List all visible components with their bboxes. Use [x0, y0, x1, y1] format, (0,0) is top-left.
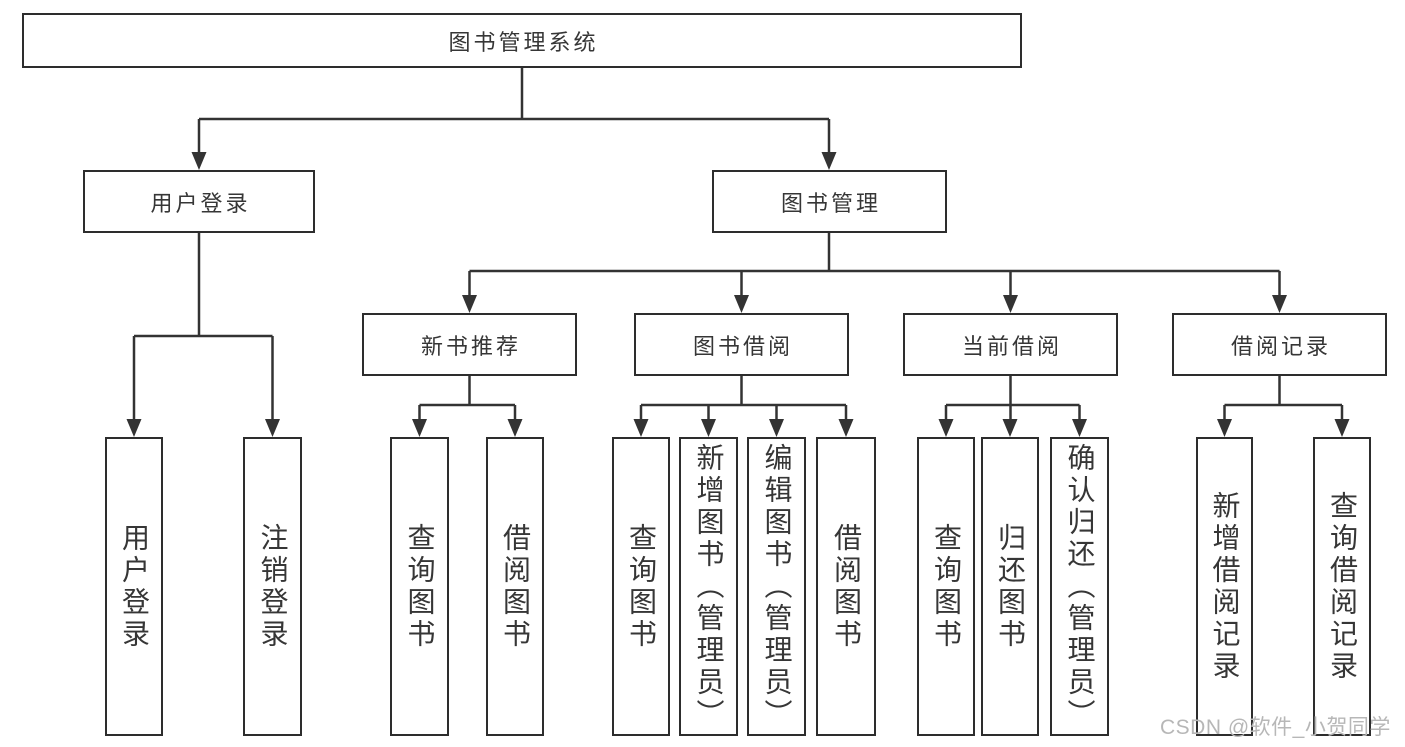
- connector-user-login: [132, 233, 274, 421]
- arrow-down-icon: [734, 295, 749, 313]
- connector-book-borrowing: [639, 376, 848, 421]
- leaf-return-books: 归还图书: [981, 437, 1039, 736]
- arrow-down-icon: [412, 419, 427, 437]
- leaf-confirm-return-admin: 确认归还（管理员）: [1050, 437, 1109, 736]
- arrow-down-icon: [191, 152, 207, 170]
- leaf-query-books-recommend: 查询图书: [390, 437, 449, 736]
- arrow-down-icon: [938, 419, 954, 437]
- node-library-system: 图书管理系统: [22, 13, 1022, 68]
- arrow-down-icon: [1272, 295, 1287, 313]
- leaf-label: 归还图书: [995, 522, 1026, 651]
- arrow-down-icon: [1002, 419, 1018, 437]
- arrow-down-icon: [1217, 419, 1232, 437]
- node-label: 新书推荐: [420, 333, 521, 359]
- arrow-down-icon: [1003, 295, 1018, 313]
- leaf-borrow-books-borrowing: 借阅图书: [816, 437, 876, 736]
- leaf-add-books-admin: 新增图书（管理员）: [679, 437, 738, 736]
- node-label: 图书借阅: [692, 333, 793, 359]
- leaf-query-borrow-record: 查询借阅记录: [1313, 437, 1371, 736]
- arrow-down-icon: [126, 419, 142, 437]
- node-borrowing-records: 借阅记录: [1172, 313, 1387, 376]
- leaf-label: 查询图书: [626, 522, 657, 651]
- connector-borrow-records: [1223, 376, 1344, 421]
- connector-new-book: [418, 376, 517, 421]
- node-current-borrowing: 当前借阅: [903, 313, 1118, 376]
- leaf-label: 查询图书: [931, 522, 962, 651]
- leaf-label: 确认归还（管理员）: [1064, 442, 1096, 731]
- arrow-down-icon: [1334, 419, 1350, 437]
- leaf-label: 借阅图书: [500, 522, 531, 651]
- node-new-book-recommendation: 新书推荐: [362, 313, 577, 376]
- leaf-logout-login: 注销登录: [243, 437, 302, 736]
- leaf-edit-books-admin: 编辑图书（管理员）: [747, 437, 806, 736]
- node-label: 图书管理: [780, 190, 881, 216]
- node-label: 借阅记录: [1230, 333, 1331, 359]
- arrow-down-icon: [769, 419, 784, 437]
- leaf-label: 编辑图书（管理员）: [761, 442, 793, 731]
- node-book-borrowing: 图书借阅: [634, 313, 849, 376]
- leaf-label: 注销登录: [257, 522, 289, 651]
- arrow-down-icon: [507, 419, 523, 437]
- leaf-label: 查询图书: [404, 522, 436, 651]
- arrow-down-icon: [821, 152, 837, 170]
- leaf-user-login: 用户登录: [105, 437, 163, 736]
- leaf-borrow-books-recommend: 借阅图书: [486, 437, 544, 736]
- node-user-login: 用户登录: [83, 170, 315, 233]
- arrow-down-icon: [1072, 419, 1087, 437]
- leaf-query-books-borrowing: 查询图书: [612, 437, 670, 736]
- connector-root: [197, 68, 831, 154]
- leaf-add-borrow-record: 新增借阅记录: [1196, 437, 1253, 736]
- leaf-label: 新增图书（管理员）: [693, 442, 725, 731]
- arrow-down-icon: [701, 419, 716, 437]
- arrow-down-icon: [633, 419, 649, 437]
- leaf-label: 借阅图书: [831, 522, 862, 651]
- connector-current-borrowing: [944, 376, 1081, 421]
- watermark: CSDN @软件_小贺同学: [1160, 716, 1391, 739]
- arrow-down-icon: [838, 419, 854, 437]
- arrow-down-icon: [265, 419, 280, 437]
- leaf-label: 用户登录: [119, 522, 150, 651]
- arrow-down-icon: [462, 295, 477, 313]
- node-label: 当前借阅: [961, 333, 1062, 359]
- connector-book-management: [468, 233, 1281, 297]
- node-label: 图书管理系统: [448, 29, 599, 55]
- leaf-query-books-current: 查询图书: [917, 437, 975, 736]
- node-book-management: 图书管理: [712, 170, 947, 233]
- node-label: 用户登录: [150, 190, 251, 216]
- leaf-label: 查询借阅记录: [1327, 490, 1358, 683]
- leaf-label: 新增借阅记录: [1209, 490, 1241, 683]
